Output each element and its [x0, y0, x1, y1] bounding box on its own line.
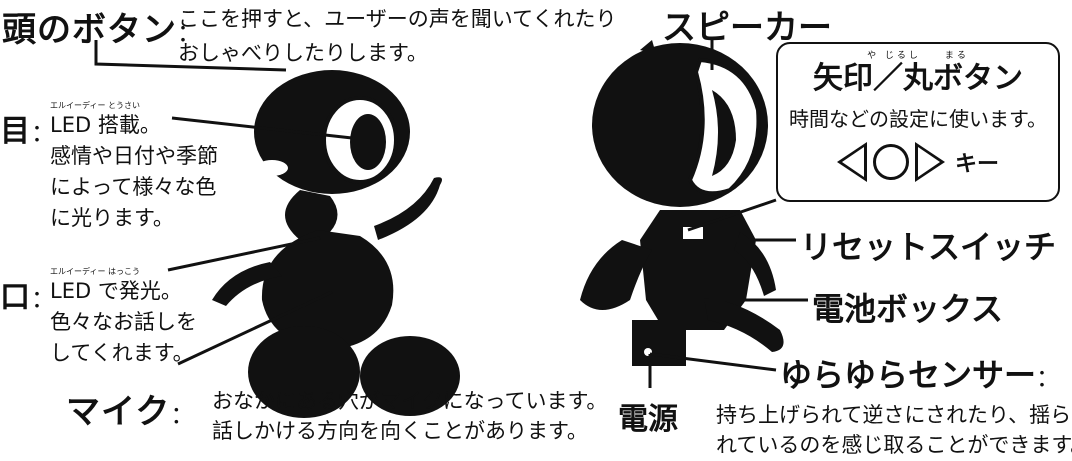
battery-box-title: 電池ボックス — [812, 290, 1004, 328]
eye-desc-line1: LED 搭載。 — [50, 113, 161, 137]
mouth-desc-line1: LED で発光。 — [50, 279, 182, 303]
eye-label: 目： — [0, 106, 55, 150]
reset-switch-title: リセットスイッチ — [800, 228, 1057, 266]
key-label: キー — [954, 152, 999, 177]
eye-colon: ： — [31, 119, 55, 147]
sway-sensor-colon: ： — [1036, 364, 1061, 392]
eye-desc-line4: に光ります。 — [50, 206, 174, 230]
mouth-title: 口 — [0, 280, 31, 315]
left-arrow-key-icon — [836, 142, 867, 182]
robot-front-illustration — [212, 70, 460, 418]
head-button-label: 頭のボタン： — [2, 2, 201, 51]
sway-sensor-title: ゆらゆらセンサー — [780, 356, 1037, 394]
mic-label: マイク： — [66, 384, 194, 433]
mic-title: マイク — [66, 392, 171, 432]
right-arrow-key-icon — [914, 142, 945, 182]
mouth-label: 口： — [0, 272, 55, 316]
mic-colon: ： — [170, 401, 195, 429]
leader-lines — [94, 40, 808, 388]
mic-desc-line2: 話しかける方向を向くことがあります。 — [212, 419, 588, 443]
eye-desc-line3: によって様々な色 — [50, 175, 217, 199]
eye-desc-line2: 感情や日付や季節 — [50, 144, 218, 168]
head-button-title: 頭のボタン — [2, 10, 177, 50]
mic-desc-line1: おなかにある穴がマイクになっています。 — [212, 389, 608, 413]
eye-furigana: エルイーディー とうさい — [50, 101, 140, 110]
head-button-desc-line2: おしゃべりしたりします。 — [178, 41, 428, 65]
mouth-colon: ： — [31, 285, 55, 313]
circle-key-icon — [872, 144, 909, 180]
speaker-title: スピーカー — [662, 8, 832, 48]
diagram-artwork — [94, 40, 808, 418]
sway-sensor-label: ゆらゆらセンサー： — [780, 350, 1060, 396]
robot-back-illustration — [580, 40, 784, 366]
sway-sensor-desc-line1: 持ち上げられて逆さにされたり、揺らさ — [716, 403, 1072, 427]
arrow-button-desc: 時間などの設定に使います。 — [789, 107, 1047, 131]
eye-desc: LED 搭載。 感情や日付や季節 によって様々な色 に光ります。 — [50, 110, 218, 234]
mouth-desc-line3: してくれます。 — [50, 341, 194, 365]
arrow-button-furigana: や じるし まる — [867, 51, 969, 61]
head-button-desc-line1: ここを押すと、ユーザーの声を聞いてくれたり — [178, 7, 617, 31]
arrow-keys-row: キー — [778, 142, 1058, 182]
power-title: 電源 — [618, 402, 678, 437]
mouth-furigana: エルイーディー はっこう — [50, 267, 140, 276]
arrow-button-callout: や じるし まる 矢印／丸ボタン 時間などの設定に使います。 キー — [776, 42, 1060, 202]
mouth-desc: LED で発光。 色々なお話しを してくれます。 — [50, 276, 197, 369]
eye-title: 目 — [0, 114, 31, 149]
arrow-button-title: 矢印／丸ボタン — [813, 61, 1023, 96]
head-button-colon: ： — [177, 19, 201, 47]
mouth-desc-line2: 色々なお話しを — [50, 310, 197, 334]
